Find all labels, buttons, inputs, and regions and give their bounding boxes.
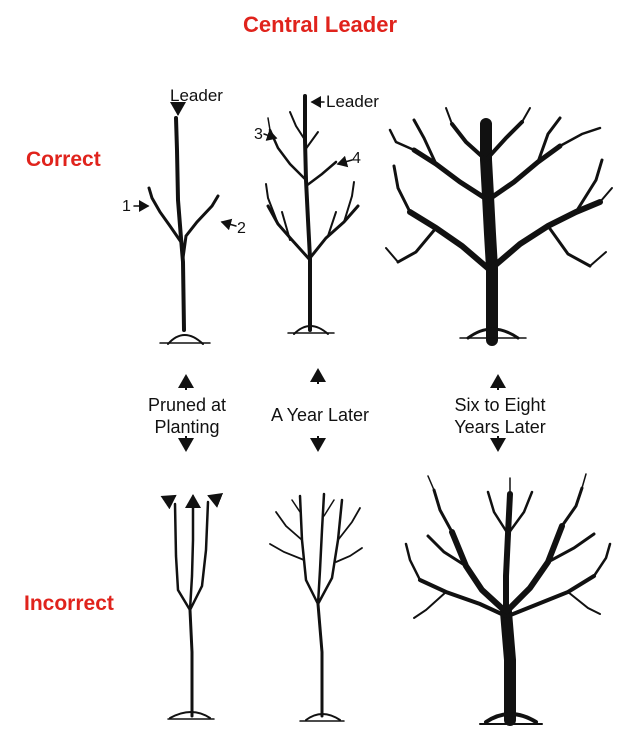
tree-incorrect-year-later [269,492,363,722]
stage-label-line: A Year Later [270,405,370,425]
leader-label-year-later: Leader [326,92,379,111]
row-label-incorrect: Incorrect [24,592,114,615]
tree-correct-mature [385,107,613,346]
tree-incorrect-mature [404,473,612,726]
branch-number-2: 2 [237,220,246,237]
branch-number-4: 4 [352,150,361,167]
branch-number-3: 3 [254,126,263,143]
row-label-correct: Correct [26,148,101,171]
stage-label-six-to-eight: Six to Eight Years Later [436,394,564,438]
stage-label-planting: Pruned at Planting [128,394,246,438]
branch-number-1: 1 [122,198,131,215]
diagram-title: Central Leader [242,12,398,37]
tree-correct-planting [133,102,237,345]
tree-incorrect-planting [160,493,224,720]
stage-label-line: Pruned at [147,395,227,415]
tree-correct-year-later [263,94,360,335]
stage-label-line: Planting [154,417,220,437]
stage-label-line: Six to Eight [454,395,546,415]
stage-label-year-later: A Year Later [252,404,388,426]
stage-label-line: Years Later [454,417,546,437]
stage-arrows [178,368,506,452]
leader-label-planting: Leader [170,86,223,105]
